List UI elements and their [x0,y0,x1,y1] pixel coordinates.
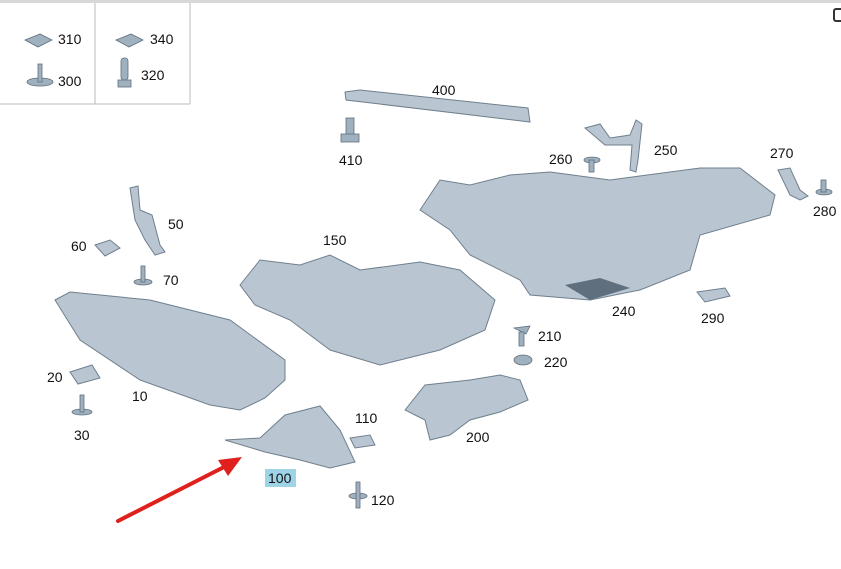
panel-shadow [565,278,630,300]
legend-label-310: 310 [58,31,82,47]
part-270-bracket [777,167,809,201]
top-border [0,0,841,3]
part-120-rivet [348,481,368,509]
legend-label-340: 340 [150,31,174,47]
label-260: 260 [549,151,573,167]
part-210-screw [512,325,531,347]
label-200: 200 [466,429,490,445]
label-280: 280 [813,203,837,219]
part-150-center-underbody-panel [239,254,496,366]
label-100[interactable]: 100 [268,470,292,486]
label-70: 70 [163,272,179,288]
label-400: 400 [432,82,456,98]
label-240: 240 [612,303,636,319]
label-50: 50 [168,216,184,232]
part-200-bracket-assembly [404,374,529,441]
bolt-icon [117,57,132,88]
part-70-rivet [133,265,153,286]
part-280-clip [815,179,833,196]
part-100-underbody-panel-highlighted[interactable] [224,405,356,469]
part-400-crossmember [344,89,531,123]
label-290: 290 [701,310,725,326]
part-10-front-underbody-panel [54,291,286,411]
label-20: 20 [47,369,63,385]
label-250: 250 [654,142,678,158]
part-410-bolt [340,117,360,143]
part-250-bracket [583,119,643,173]
external-link-icon[interactable] [833,8,841,22]
rivet-icon [26,63,54,87]
part-290-sensor [696,287,731,303]
legend-label-300: 300 [58,73,82,89]
part-220-washer [513,354,533,366]
part-240-rear-underbody-panel [419,167,776,301]
label-120: 120 [371,492,395,508]
red-arrow-pointer [116,457,242,523]
part-260-screw [583,156,601,173]
label-150: 150 [323,232,347,248]
part-30-rivet [71,394,93,416]
label-270: 270 [770,145,794,161]
label-30: 30 [74,427,90,443]
label-410: 410 [339,152,363,168]
part-110-clip-nut [349,434,376,449]
label-220: 220 [544,354,568,370]
label-60: 60 [71,238,87,254]
clip-nut-icon [24,33,53,48]
part-50-bracket [129,185,166,256]
highlight-box-100 [265,469,296,487]
legend-box: 310 340 300 320 [0,3,191,105]
clip-nut-icon [115,33,144,48]
label-110: 110 [355,410,378,426]
part-60-clip-nut [94,239,121,257]
legend-label-320: 320 [141,67,165,83]
label-10: 10 [132,388,148,404]
part-20-clip-nut [69,364,101,385]
label-210: 210 [538,328,562,344]
